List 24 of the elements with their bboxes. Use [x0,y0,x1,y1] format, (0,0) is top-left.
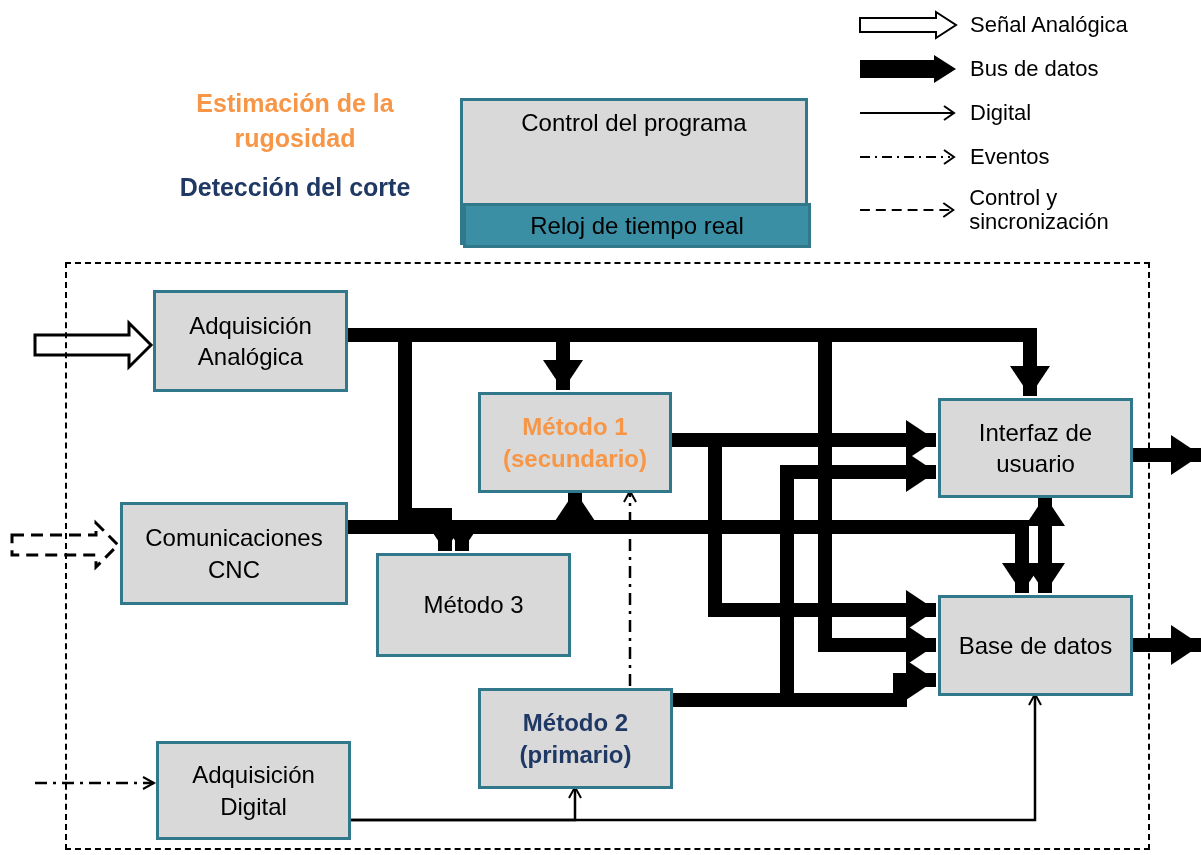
legend-label: Control y sincronización [969,186,1110,235]
process-box: Base de datos [938,595,1133,696]
bus-arrow [1131,435,1201,475]
process-box: Interfaz de usuario [938,398,1133,498]
clock-band: Reloj de tiempo real [463,203,811,248]
legend-label: Bus de datos [970,56,1099,82]
process-box: Comunicaciones CNC [120,502,348,605]
heading-label: Detección del corte [178,172,412,203]
bus-arrow [1131,625,1201,665]
legend-label: Digital [970,100,1032,126]
dashed-frame [65,262,1150,850]
process-box: Método 3 [376,553,571,657]
program-panel [460,98,808,245]
panel-title: Control del programa [521,108,747,138]
arrow [35,776,155,790]
legend-label: Eventos [970,144,1050,170]
process-box: Adquisición Digital [156,741,351,840]
block-arrow [33,319,154,371]
block-arrow [10,519,121,571]
legend-label: Señal Analógica [970,12,1128,38]
process-box: Método 1 (secundario) [478,392,672,493]
process-box: Adquisición Analógica [153,290,348,392]
heading-label: Estimación de la rugosidad [195,88,395,154]
process-box: Método 2 (primario) [478,688,673,789]
